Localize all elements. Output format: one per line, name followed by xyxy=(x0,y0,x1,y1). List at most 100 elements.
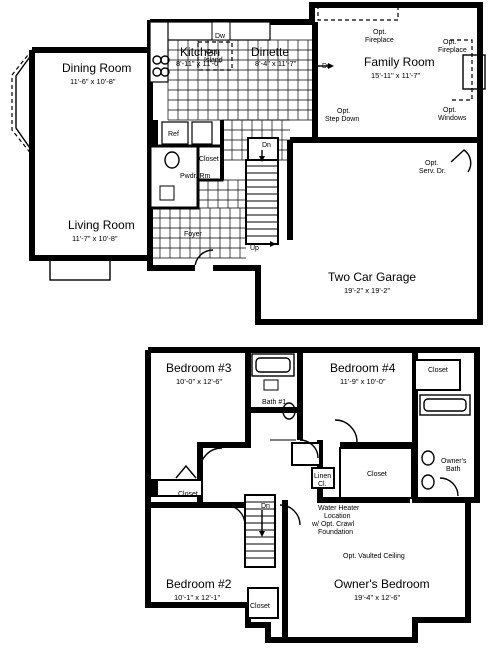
opt-windows-bump xyxy=(462,54,486,90)
second-floor: Bedroom #3 10'-0" x 12'-6" Bedroom #4 11… xyxy=(145,347,480,643)
door-swing xyxy=(439,477,459,497)
dining-room-label: Dining Room xyxy=(62,61,131,75)
garage-label: Two Car Garage xyxy=(328,270,416,284)
bedroom3-size: 10'-0" x 12'-6" xyxy=(176,377,222,386)
opt-island-label-1: Opt. xyxy=(206,49,219,56)
fireplace-bump-top xyxy=(317,5,399,21)
sink-icon xyxy=(159,185,175,201)
powder-room xyxy=(148,144,200,210)
owners-closet xyxy=(339,447,413,499)
refrigerator xyxy=(161,121,189,145)
water-heater-2: Location xyxy=(324,513,351,520)
wall-owners-bath xyxy=(412,445,468,503)
stair-treads xyxy=(246,165,278,237)
opt-fireplace-right-1: Opt. xyxy=(443,39,456,46)
bath1-label: Bath #1 xyxy=(262,399,286,406)
exterior-wall-front xyxy=(29,50,483,325)
bedroom2-closet xyxy=(247,587,279,619)
opt-windows-1: Opt. xyxy=(443,107,456,114)
bedroom4-closet xyxy=(414,359,461,391)
wall-bedroom3 xyxy=(148,350,251,508)
stair-treads xyxy=(245,501,275,559)
opt-fireplace-top-2: Fireplace xyxy=(365,37,394,44)
owners-tub xyxy=(419,394,471,416)
family-room-label: Family Room xyxy=(364,55,435,69)
fridge-wall xyxy=(150,120,158,168)
owners-bath-label-2: Bath xyxy=(446,466,461,473)
dinette-label: Dinette xyxy=(251,45,289,59)
sink-icon xyxy=(421,474,435,490)
tile-floor xyxy=(149,39,312,259)
bedroom3-label: Bedroom #3 xyxy=(166,361,232,375)
toilet-icon xyxy=(282,402,296,420)
toilet-icon xyxy=(164,151,180,169)
water-heater-4: Foundation xyxy=(318,529,353,536)
burner-icon xyxy=(160,55,170,65)
opt-fireplace-top-1: Opt. xyxy=(373,29,386,36)
opt-step-down-2: Step Down xyxy=(325,116,359,123)
opt-island-label-2: Island xyxy=(204,57,223,64)
pantry xyxy=(191,121,213,145)
opt-step-down-1: Opt. xyxy=(337,108,350,115)
owners-closet-label: Closet xyxy=(367,471,387,478)
kitchen-size: 8'-11" x 11'-0" xyxy=(176,59,221,68)
bathtub-basin xyxy=(255,357,291,373)
owners-bedroom-size: 19'-4" x 12'-6" xyxy=(354,593,400,602)
closet-door-bifold xyxy=(175,464,197,479)
bedroom3-closet-wall xyxy=(150,480,158,496)
linen-closet xyxy=(311,467,335,489)
bedroom2-closet-label: Closet xyxy=(250,603,270,610)
sink-icon xyxy=(263,379,279,391)
linen-label-1: Linen xyxy=(314,473,331,480)
service-door-swing xyxy=(450,149,472,173)
garage-size: 19'-2" x 19'-2" xyxy=(344,286,390,295)
water-heater-1: Water Heater xyxy=(318,505,360,512)
linen-label-2: Cl. xyxy=(318,481,327,488)
bedroom2-label: Bedroom #2 xyxy=(166,577,232,591)
bedroom4-label: Bedroom #4 xyxy=(330,361,396,375)
family-room-size: 15'-11" x 11'-7" xyxy=(371,71,421,80)
exterior-wall-family xyxy=(309,2,483,140)
door-swing xyxy=(199,447,223,471)
bay-window xyxy=(11,49,33,156)
dn-arrow-head xyxy=(259,156,265,162)
stair-dn-label: Dn xyxy=(262,142,271,149)
toilet-icon xyxy=(421,450,435,466)
opt-serv-dr-2: Serv. Dr. xyxy=(419,168,446,175)
bedroom3-closet-label: Closet xyxy=(178,491,198,498)
family-dn-arrow-head xyxy=(328,63,334,69)
fireplace-bump-right xyxy=(450,39,473,101)
foyer-label: Foyer xyxy=(184,231,203,238)
front-window-bump xyxy=(49,257,111,281)
opt-vaulted-label: Opt. Vaulted Ceiling xyxy=(343,553,405,560)
up-arrow-head xyxy=(270,241,276,247)
bedroom2-size: 10'-1" x 12'-1" xyxy=(174,593,220,602)
bath1-closet xyxy=(291,442,321,466)
opt-island xyxy=(197,41,233,71)
burner-icon xyxy=(160,67,170,77)
bathtub xyxy=(251,353,295,377)
stair-dn-label: Dn xyxy=(261,503,270,510)
dishwasher xyxy=(211,21,231,41)
first-floor: Dining Room 11'-6" x 10'-8" Living Room … xyxy=(11,2,486,325)
family-dn-label: Dn xyxy=(322,63,331,70)
opt-windows-2: Windows xyxy=(438,115,467,122)
door-swing xyxy=(334,419,358,443)
first-stair xyxy=(245,159,279,245)
door-swing xyxy=(299,439,319,459)
refrigerator-label: Ref xyxy=(168,131,179,138)
door-swing xyxy=(279,504,301,526)
stair-up-label: Up xyxy=(250,245,259,252)
opt-fireplace-right-2: Fireplace xyxy=(438,47,467,54)
range-counter xyxy=(149,21,169,83)
living-room-size: 11'-7" x 10'-8" xyxy=(72,234,118,243)
bay-window-inner xyxy=(15,53,33,152)
closet-first xyxy=(196,144,224,182)
powder-room-label: Pwdr. Rm xyxy=(180,173,211,180)
door-swing xyxy=(224,504,246,526)
dining-room-size: 11'-6" x 10'-8" xyxy=(70,77,116,86)
opt-serv-dr-1: Opt. xyxy=(425,160,438,167)
bedroom4-closet-label: Closet xyxy=(428,367,448,374)
